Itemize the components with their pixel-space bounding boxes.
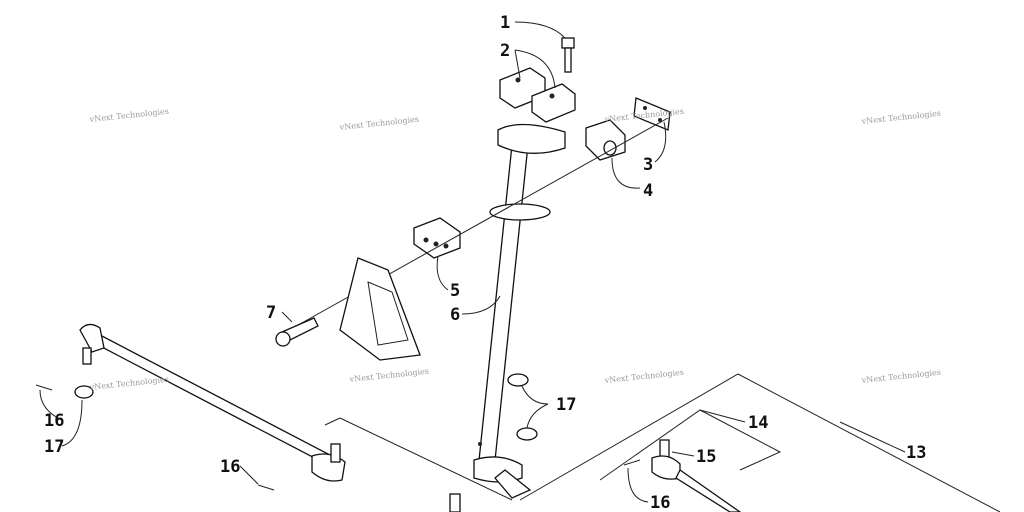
bolt-icon	[561, 37, 575, 73]
part-label: 15	[696, 447, 716, 467]
leader-lines	[39, 21, 906, 503]
watermark: vNext Technologies	[88, 107, 169, 124]
part-label: 1	[500, 13, 510, 33]
bushing-block-icon	[413, 217, 461, 259]
watermark: vNext Technologies	[348, 367, 429, 384]
part-label: 17	[44, 437, 64, 457]
watermark: vNext Technologies	[88, 375, 169, 392]
part-label: 2	[500, 41, 510, 61]
steering-post-icon	[473, 123, 566, 499]
part-label: 5	[450, 281, 460, 301]
frame-outline	[324, 373, 1001, 512]
part-label: 16	[650, 493, 670, 512]
watermark: vNext Technologies	[860, 368, 941, 385]
part-label: 4	[643, 181, 653, 201]
bracket-icon	[339, 257, 421, 361]
part-label: 14	[748, 413, 768, 433]
watermark: vNext Technologies	[603, 368, 684, 385]
part-label: 7	[266, 303, 276, 323]
part-label: 16	[44, 411, 64, 431]
tie-rod-icon	[79, 323, 346, 482]
part-label: 6	[450, 305, 460, 325]
watermark: vNext Technologies	[338, 115, 419, 132]
part-label: 3	[643, 155, 653, 175]
clamp-caps-icon	[499, 67, 576, 123]
part-labels: 1 2 3 4 5 6 7 16 17 17 16 14 15 13 16	[44, 13, 926, 512]
castle-nut-icon	[74, 373, 538, 441]
part-label: 16	[220, 457, 240, 477]
watermark: vNext Technologies	[860, 109, 941, 126]
tie-rod-end-icon	[449, 439, 742, 512]
part-label: 13	[906, 443, 926, 463]
pivot-bolt-icon	[275, 317, 319, 347]
part-label: 17	[556, 395, 576, 415]
cotter-pin-icon	[35, 384, 641, 491]
bushing-icon	[585, 119, 626, 161]
